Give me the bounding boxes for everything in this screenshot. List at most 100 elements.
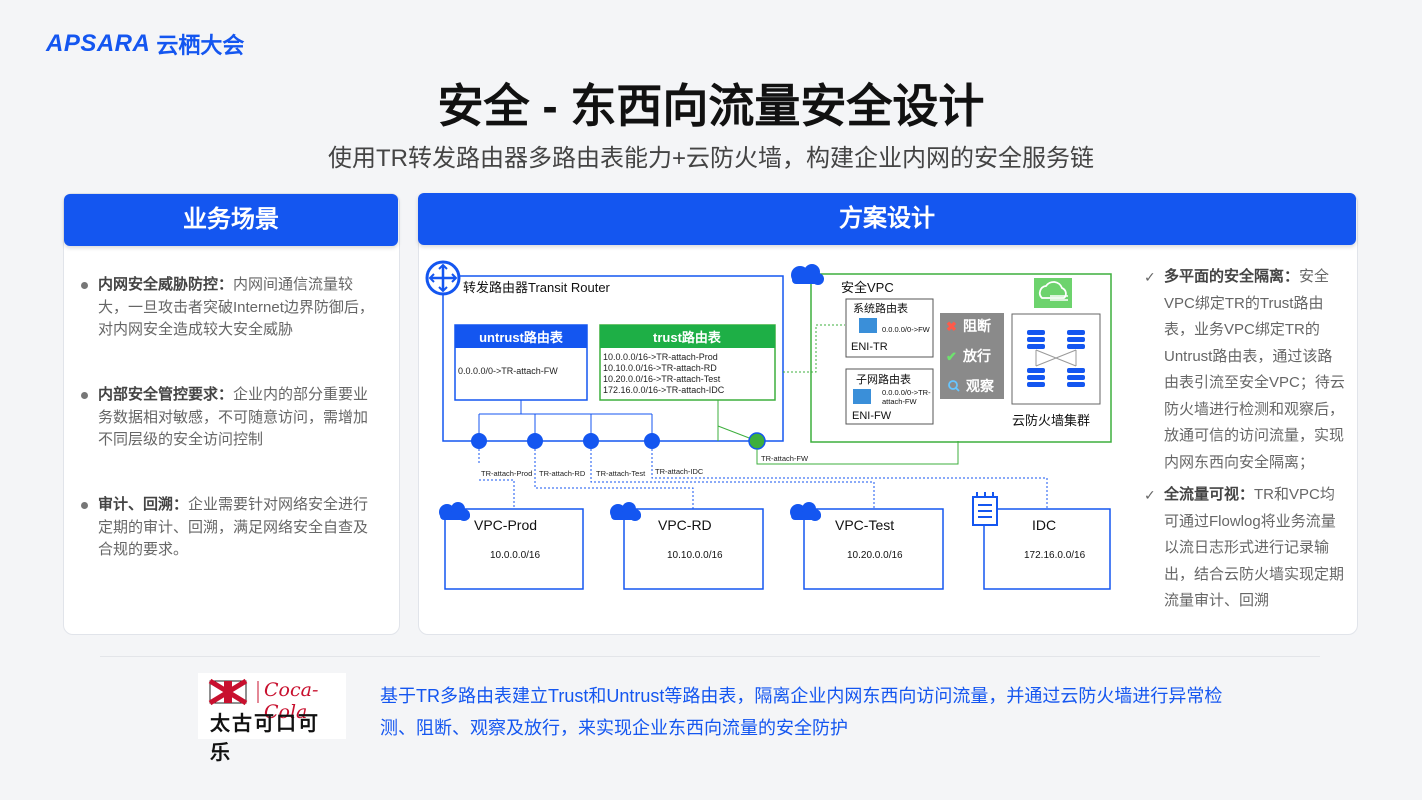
- trust-table-title: trust路由表: [653, 330, 722, 345]
- page-title: 安全 - 东西向流量安全设计: [437, 80, 985, 132]
- logo-chinese-name: 太古可口可乐: [210, 711, 320, 764]
- architecture-diagram: 转发路由器Transit Router untrust路由表 0.0.0.0/0…: [425, 260, 1112, 590]
- vpc-name: VPC-Prod: [474, 517, 537, 533]
- subnet-rt-eni: ENI-FW: [852, 410, 892, 422]
- security-vpc-region: [810, 273, 1112, 443]
- attach-label: TR-attach-RD: [539, 469, 586, 478]
- page-subtitle: 使用TR转发路由器多路由表能力+云防火墙，构建企业内网的安全服务链: [327, 145, 1094, 172]
- scenario-item-title: 内部安全管控要求：: [98, 386, 234, 403]
- block-icon: ✖: [946, 319, 957, 334]
- cloud-icon: [791, 264, 824, 285]
- design-note: ✓ 多平面的安全隔离：安全VPC绑定TR的Trust路由表，业务VPC绑定TR的…: [1144, 264, 1346, 476]
- eni-icon: [853, 389, 871, 404]
- business-scenario-card: [63, 193, 400, 635]
- customer-logo: Coca-Cola 太古可口可乐: [198, 673, 346, 764]
- vpc-box-idc: IDC 172.16.0.0/16: [972, 492, 1111, 590]
- action-allow: 放行: [962, 348, 991, 364]
- untrust-route: 0.0.0.0/0->TR-attach-FW: [458, 366, 558, 376]
- transit-router-icon: [425, 260, 461, 296]
- attach-label: TR-attach-IDC: [655, 467, 704, 476]
- untrust-table-title: untrust路由表: [479, 330, 564, 345]
- vpc-name: VPC-RD: [658, 517, 712, 533]
- trust-route: 10.20.0.0/16->TR-attach-Test: [603, 374, 721, 384]
- footer-divider: [100, 656, 1320, 657]
- action-block: 阻断: [963, 318, 991, 334]
- scenario-item-body: 企业内的部分重要业务数据相对敏感，不可随意访问，需增加不同层级的安全访问控制: [98, 386, 369, 448]
- eni-icon: [859, 318, 877, 333]
- scenario-item-title: 审计、回溯：: [98, 496, 189, 513]
- trust-route: 10.0.0.0/16->TR-attach-Prod: [603, 352, 718, 362]
- firewall-actions-panel: [940, 313, 1004, 399]
- design-note-body: 安全VPC绑定TR的Trust路由表，业务VPC绑定TR的Untrust路由表，…: [1164, 268, 1345, 471]
- trust-route: 10.10.0.0/16->TR-attach-RD: [603, 363, 717, 373]
- brand-name-en: APSARA: [46, 30, 151, 57]
- attach-point-rd: [527, 433, 543, 449]
- subnet-rt-route: attach-FW: [882, 397, 918, 406]
- observe-icon: [948, 380, 958, 390]
- system-rt-eni: ENI-TR: [851, 341, 888, 353]
- scenario-item-body: 内网间通信流量较大，一旦攻击者突破Internet边界防御后，对内网安全造成较大…: [98, 276, 374, 338]
- scenario-item: 审计、回溯：企业需要针对网络安全进行定期的审计、回溯，满足网络安全自查及合规的要…: [81, 494, 378, 562]
- eni-tr-link: [783, 324, 845, 373]
- vpc-dotted-links: [478, 449, 1048, 510]
- system-rt-title: 系统路由表: [853, 301, 908, 315]
- bullet-dot-icon: [81, 282, 88, 289]
- allow-icon: ✔: [946, 349, 957, 364]
- security-vpc-label: 安全VPC: [841, 280, 894, 295]
- vpc-cidr: 10.0.0.0/16: [490, 550, 540, 561]
- trust-route: 172.16.0.0/16->TR-attach-IDC: [603, 385, 725, 395]
- scenario-item-body: 企业需要针对网络安全进行定期的审计、回溯，满足网络安全自查及合规的要求。: [98, 496, 369, 558]
- vpc-box-prod: VPC-Prod 10.0.0.0/16: [439, 502, 584, 590]
- scenario-item-title: 内网安全威胁防控：: [98, 276, 234, 293]
- vpc-name: VPC-Test: [835, 517, 894, 533]
- transit-router-label: 转发路由器Transit Router: [463, 280, 611, 295]
- system-rt-route: 0.0.0.0/0->FW: [882, 325, 931, 334]
- idc-building-icon: [972, 492, 998, 526]
- attach-label: TR-attach-FW: [761, 454, 809, 463]
- scenario-item: 内部安全管控要求：企业内的部分重要业务数据相对敏感，不可随意访问，需增加不同层级…: [81, 384, 378, 452]
- brand-logo: APSARA 云栖大会: [46, 28, 244, 60]
- action-observe: 观察: [966, 378, 995, 394]
- vpc-cidr: 172.16.0.0/16: [1024, 550, 1086, 561]
- logo-wordmark: Coca-Cola: [264, 679, 319, 723]
- vpc-box-rd: VPC-RD 10.10.0.0/16: [610, 502, 764, 590]
- attach-label: TR-attach-Prod: [481, 469, 532, 478]
- design-note: ✓ 全流量可视：TR和VPC均可通过Flowlog将业务流量以流日志形式进行记录…: [1144, 482, 1346, 615]
- swire-flag-icon: [208, 678, 259, 706]
- firewall-cloud-icon: [1034, 278, 1072, 308]
- cloud-icon: [610, 502, 641, 521]
- attach-point-prod: [471, 433, 487, 449]
- design-note-body: TR和VPC均可通过Flowlog将业务流量以流日志形式进行记录输出，结合云防火…: [1164, 486, 1345, 609]
- business-scenario-header: 业务场景: [64, 194, 398, 246]
- cloud-icon: [790, 502, 821, 521]
- attach-label: TR-attach-Test: [596, 469, 646, 478]
- firewall-cluster-box: [1011, 313, 1101, 405]
- check-icon: ✓: [1144, 487, 1156, 503]
- attach-point-test: [583, 433, 599, 449]
- scenario-item: 内网安全威胁防控：内网间通信流量较大，一旦攻击者突破Internet边界防御后，…: [81, 274, 378, 342]
- subnet-rt-title: 子网路由表: [856, 372, 911, 386]
- untrust-table-header: [455, 325, 587, 348]
- bullet-dot-icon: [81, 392, 88, 399]
- transit-router-region: [442, 275, 784, 442]
- footer-summary: 基于TR多路由表建立Trust和Untrust等路由表，隔离企业内网东西向访问流…: [380, 686, 1223, 738]
- vpc-box-test: VPC-Test 10.20.0.0/16: [790, 502, 944, 590]
- vpc-name: IDC: [1032, 517, 1056, 533]
- cloud-icon: [439, 502, 470, 521]
- design-note-title: 全流量可视：: [1164, 486, 1255, 503]
- subnet-rt-route: 0.0.0.0/0->TR-: [882, 388, 931, 397]
- fw-link: [756, 441, 959, 465]
- untrust-connector: [478, 400, 653, 441]
- trust-table-header: [600, 325, 775, 348]
- vpc-cidr: 10.10.0.0/16: [667, 550, 723, 561]
- brand-name-cn: 云栖大会: [156, 33, 245, 58]
- vpc-cidr: 10.20.0.0/16: [847, 550, 903, 561]
- firewall-server-icons: [1027, 330, 1085, 387]
- firewall-cluster-label: 云防火墙集群: [1012, 413, 1090, 428]
- design-note-title: 多平面的安全隔离：: [1164, 268, 1300, 285]
- attach-point-idc: [644, 433, 660, 449]
- solution-design-header: 方案设计: [418, 193, 1356, 245]
- attach-point-fw: [748, 432, 766, 450]
- bullet-dot-icon: [81, 502, 88, 509]
- check-icon: ✓: [1144, 269, 1156, 285]
